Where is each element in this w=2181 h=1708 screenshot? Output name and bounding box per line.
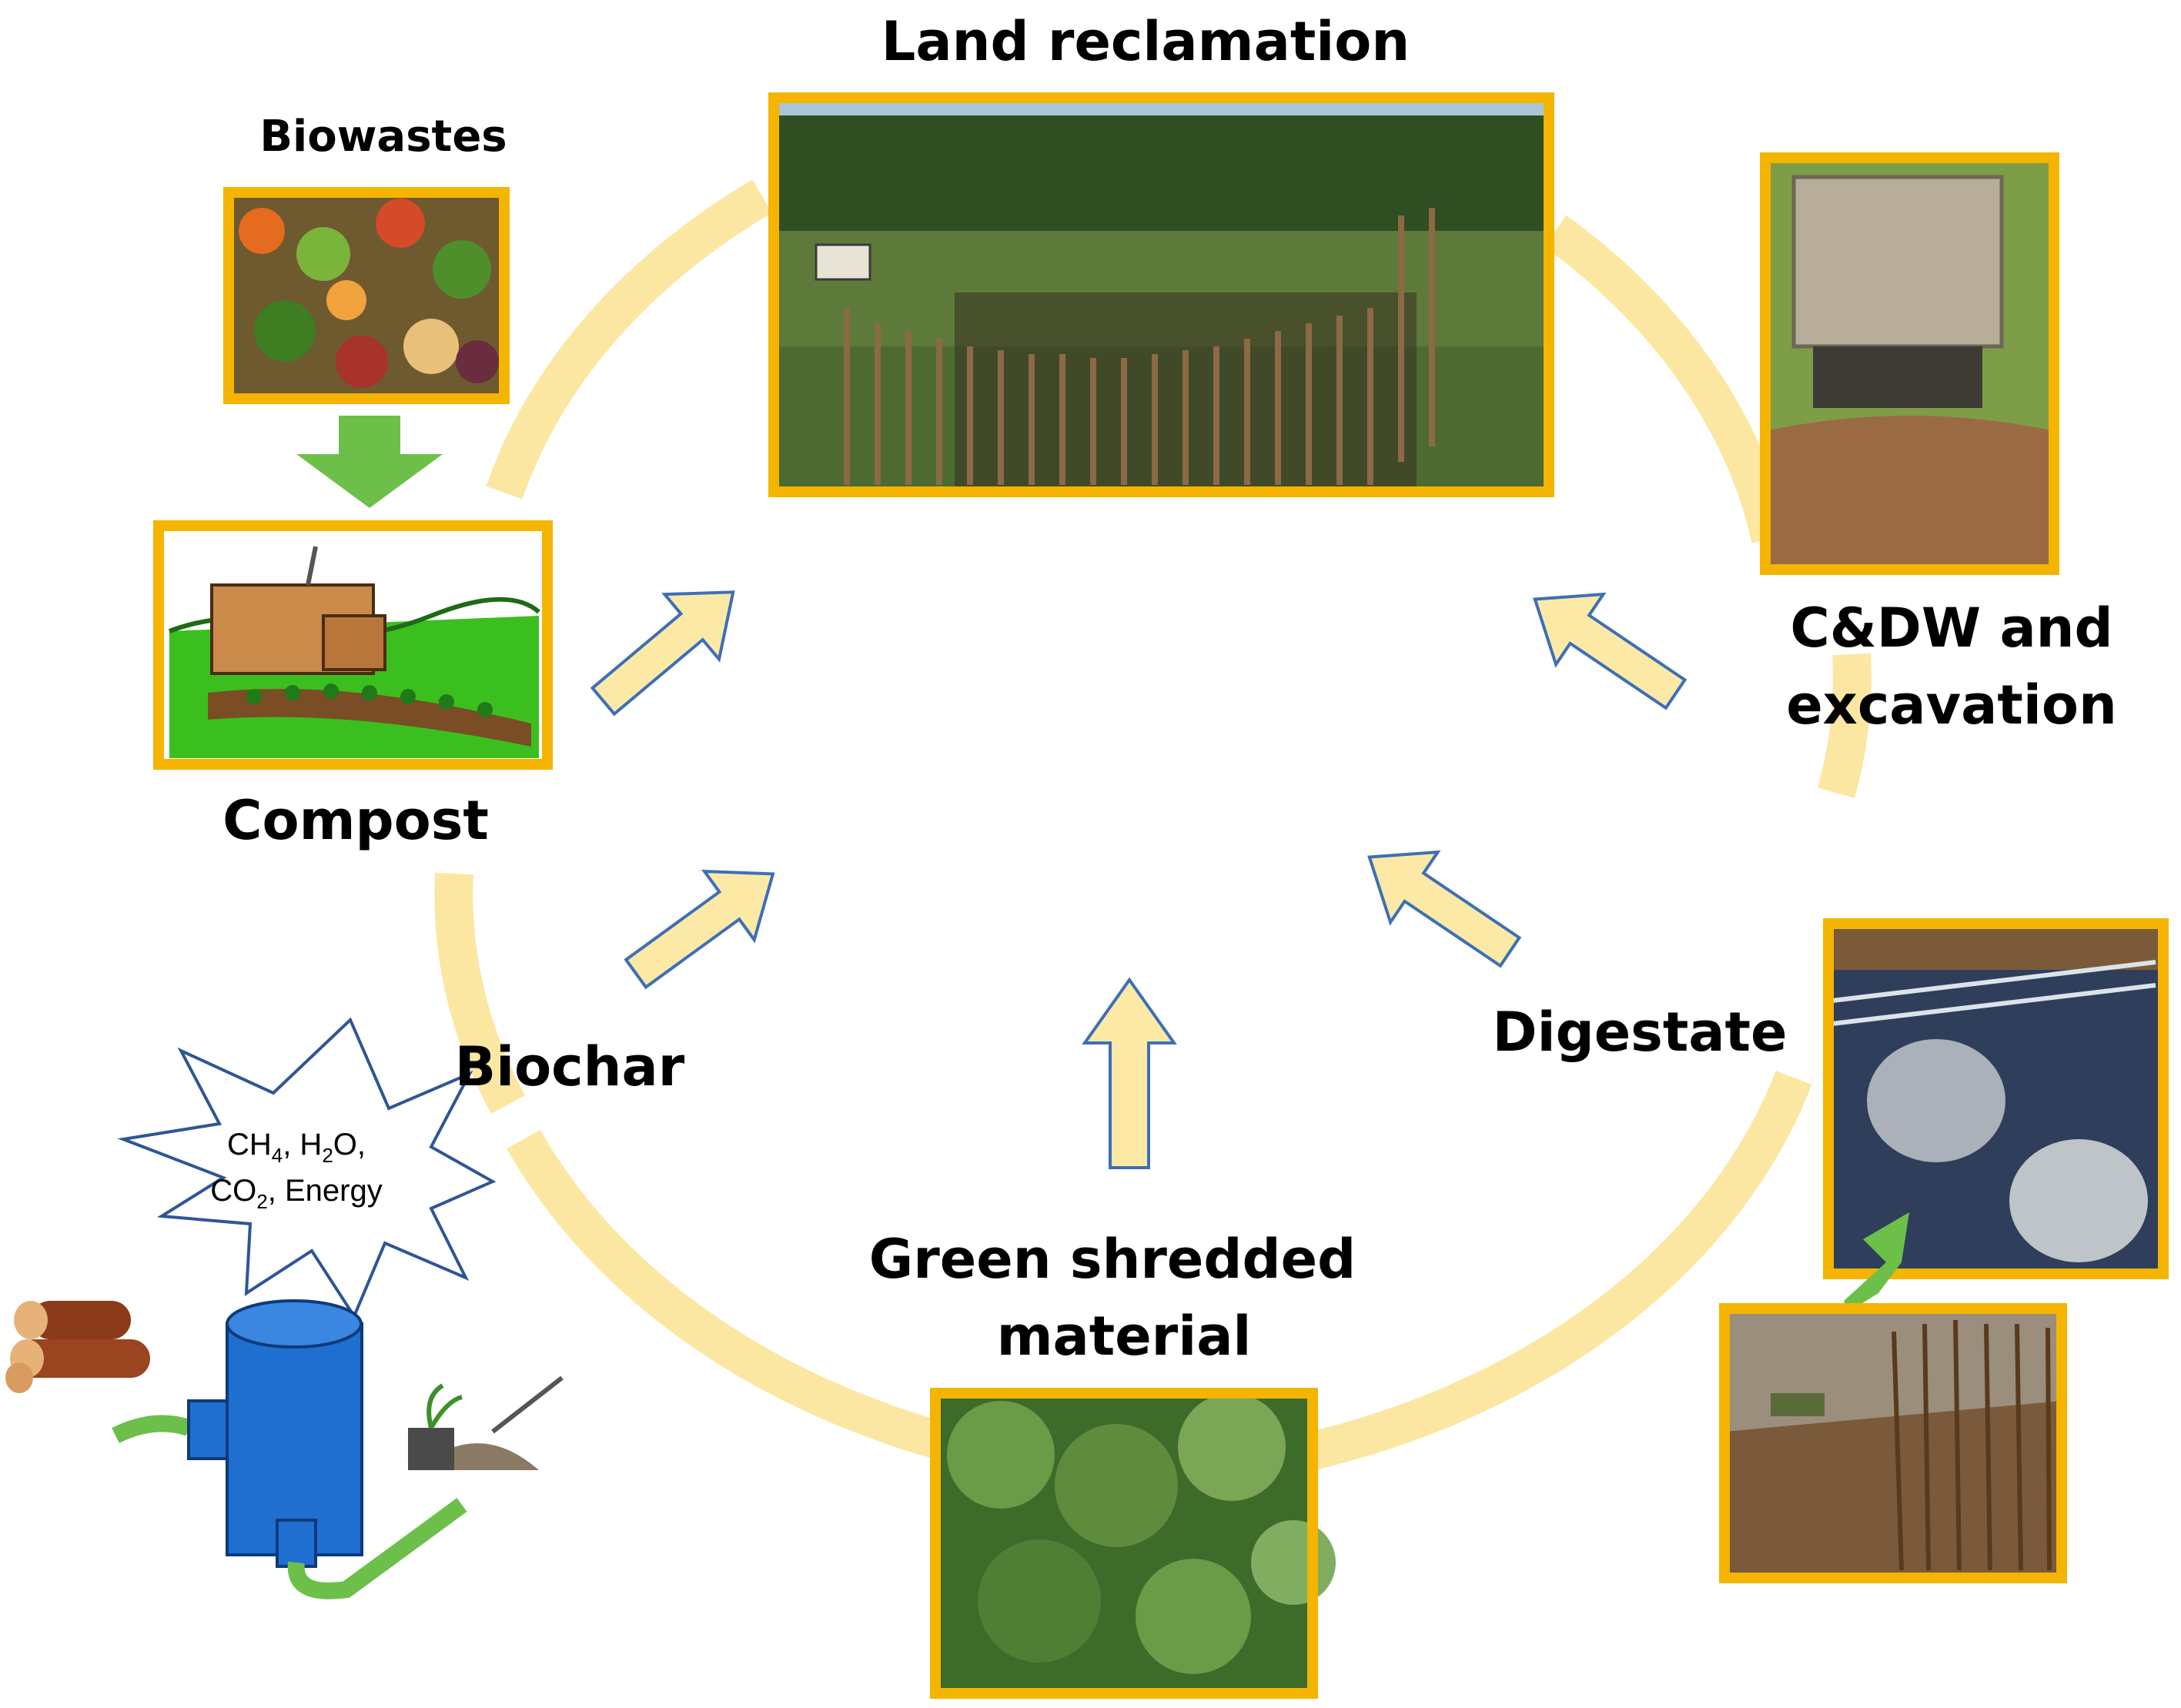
green-diagonal-arrow <box>1844 1212 1909 1312</box>
gas-ch4: CH <box>227 1128 272 1162</box>
label-biochar: Biochar <box>455 1035 685 1098</box>
label-green-line1: Green shredded <box>869 1228 1356 1291</box>
truck-soil-photo <box>1760 152 2059 575</box>
biogas-plant-photo <box>1823 918 2169 1279</box>
gas-energy: , Energy <box>268 1174 383 1208</box>
label-compost: Compost <box>222 789 489 852</box>
green-down-arrow <box>296 416 443 508</box>
gas-co2-sub: 2 <box>256 1190 267 1213</box>
label-biowastes: Biowastes <box>259 112 507 162</box>
label-cdw-line1: C&DW and <box>1790 597 2112 660</box>
pyrolysis-reactor-icon <box>112 1299 467 1599</box>
corn-harvest-photo <box>1719 1303 2067 1583</box>
gas-burst-shape <box>117 1017 497 1320</box>
label-green-line2: material <box>997 1305 1252 1368</box>
label-land-reclamation: Land reclamation <box>881 10 1410 73</box>
arrow-digestate <box>1367 850 1522 968</box>
compost-illustration <box>153 520 553 770</box>
label-digestate: Digestate <box>1493 1001 1788 1064</box>
plant-pot-icon <box>408 1375 564 1470</box>
gas-h2o-a: , H <box>283 1128 322 1162</box>
gas-co2: CO <box>210 1174 256 1208</box>
gas-ch4-sub: 4 <box>272 1144 283 1167</box>
gas-h2o-sub: 2 <box>322 1144 333 1167</box>
logs-icon <box>5 1301 150 1393</box>
arrow-biochar <box>624 869 775 990</box>
arrow-cdw <box>1533 592 1688 710</box>
label-gases-line2: CO2, Energy <box>210 1174 382 1213</box>
flow-arrows <box>590 590 1688 1169</box>
label-gases-line1: CH4, H2O, <box>227 1128 366 1167</box>
arrow-compost <box>590 590 735 717</box>
label-cdw-line2: excavation <box>1786 674 2117 737</box>
arrow-green-shredded <box>1082 977 1177 1169</box>
cycle-ring <box>434 179 1872 1470</box>
land-reclamation-photo <box>768 92 1554 497</box>
gas-h2o-b: O, <box>333 1128 366 1162</box>
vineyard-leaves-photo <box>930 1388 1336 1699</box>
biowastes-photo <box>223 187 510 404</box>
